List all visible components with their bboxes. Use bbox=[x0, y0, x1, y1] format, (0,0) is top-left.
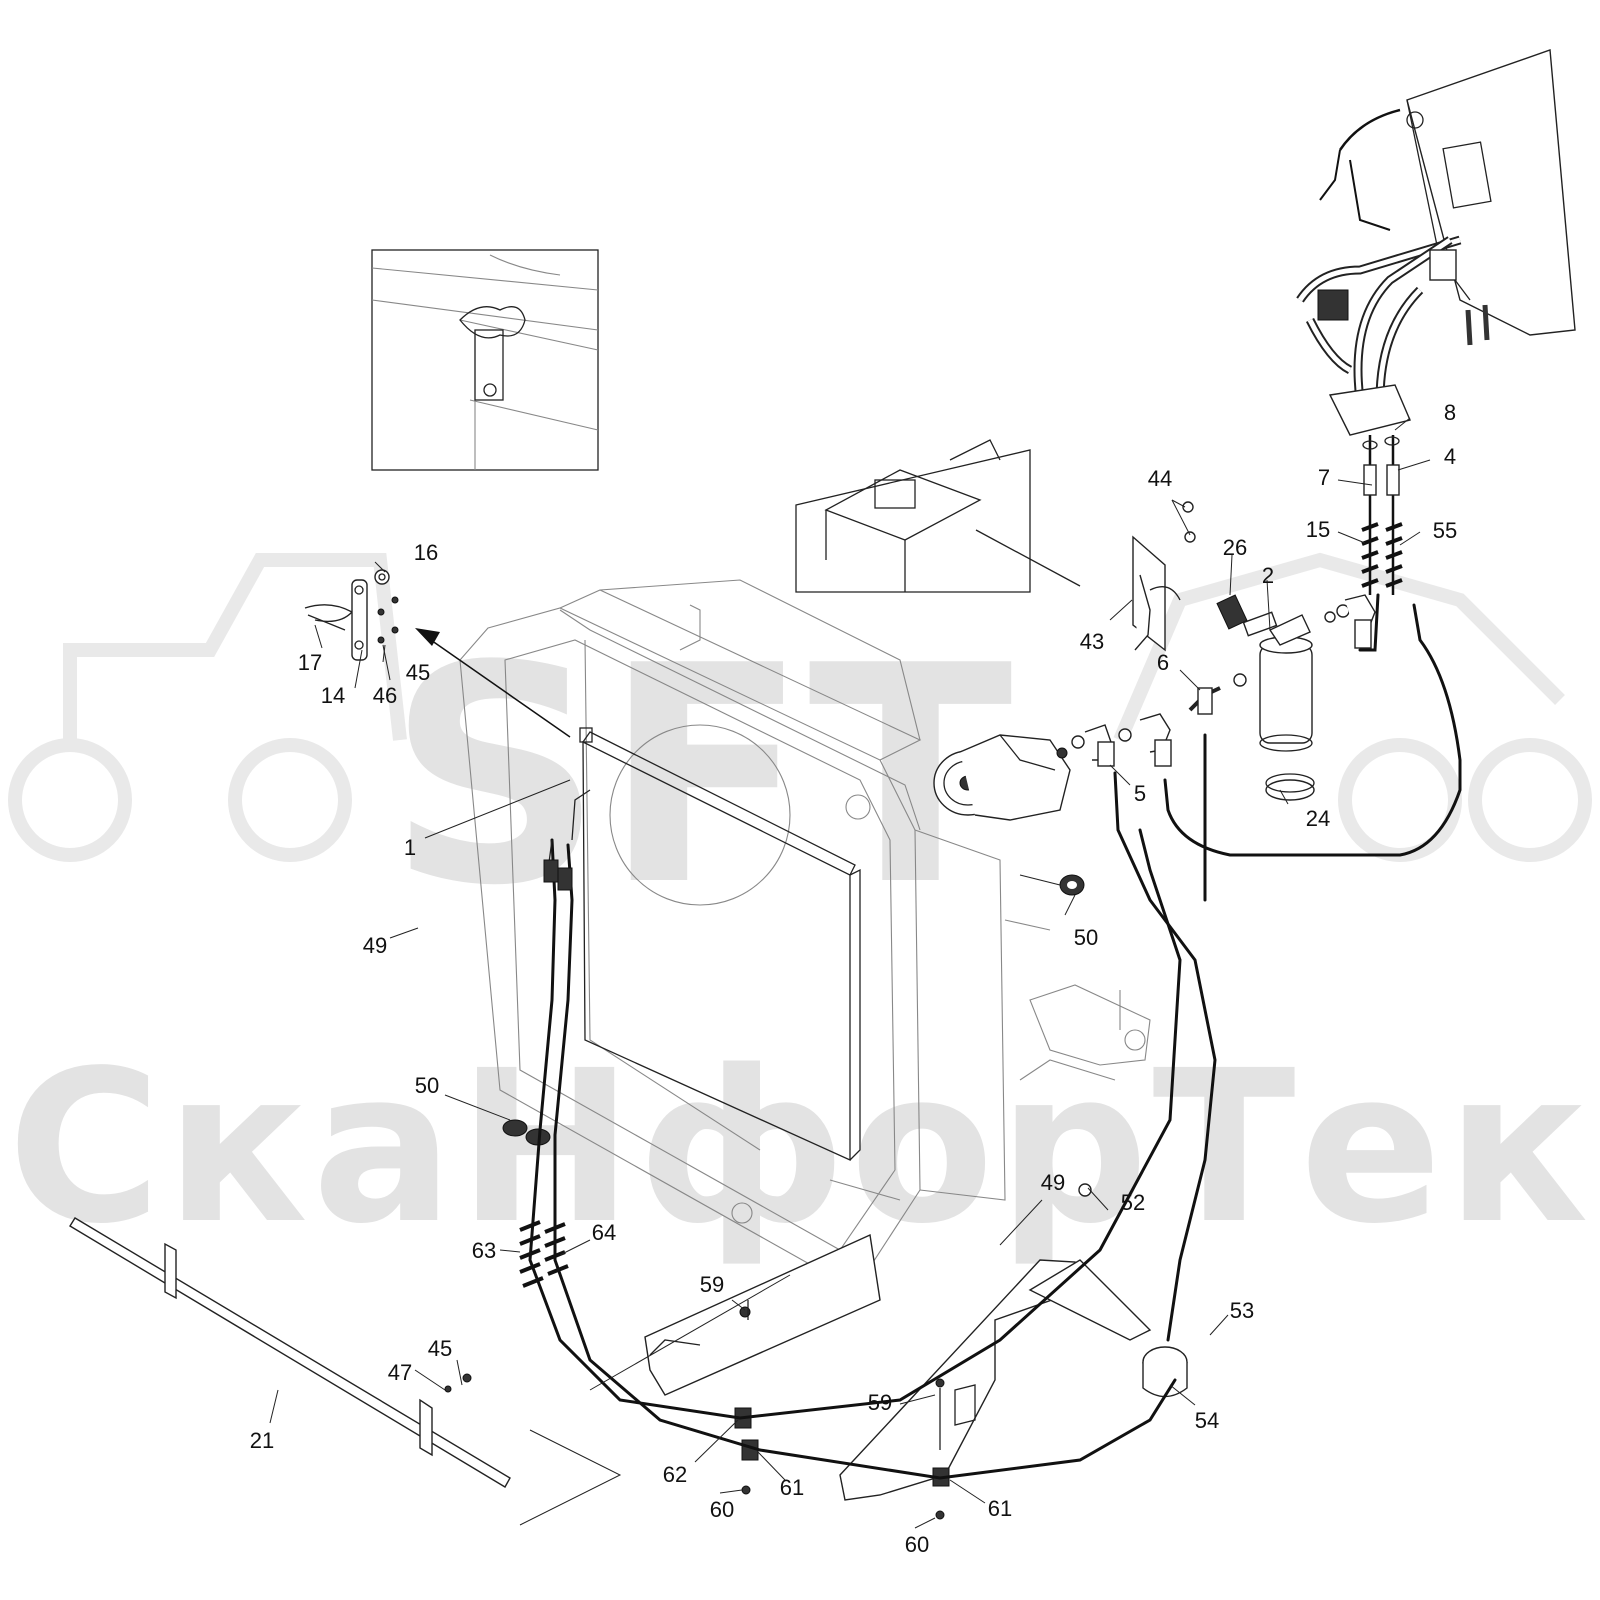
ac-hoses bbox=[528, 435, 1462, 1480]
detail-inset-mount bbox=[795, 439, 1081, 593]
support-rod bbox=[69, 1217, 511, 1488]
callout-14: 14 bbox=[321, 683, 345, 708]
watermark: SFT СкаНфорТек bbox=[7, 602, 1592, 1270]
callout-43: 43 bbox=[1080, 629, 1104, 654]
callout-54: 54 bbox=[1195, 1408, 1219, 1433]
callout-1: 1 bbox=[404, 835, 416, 860]
callout-6: 6 bbox=[1157, 650, 1169, 675]
callout-52: 52 bbox=[1121, 1190, 1145, 1215]
watermark-brand: SFT bbox=[387, 602, 1014, 951]
receiver-drier bbox=[1188, 594, 1376, 801]
callout-50-left: 50 bbox=[415, 1073, 439, 1098]
callout-60-right: 60 bbox=[905, 1532, 929, 1557]
callout-62: 62 bbox=[663, 1462, 687, 1487]
leader-lines bbox=[269, 417, 1431, 1529]
clip-parts-group bbox=[304, 569, 399, 661]
callout-59-center: 59 bbox=[700, 1272, 724, 1297]
lower-bracket-center bbox=[644, 1233, 881, 1396]
callout-63: 63 bbox=[472, 1238, 496, 1263]
callout-5: 5 bbox=[1134, 781, 1146, 806]
condenser-core bbox=[579, 727, 861, 1162]
callout-61-left: 61 bbox=[780, 1475, 804, 1500]
callout-8: 8 bbox=[1444, 400, 1456, 425]
callout-50-right: 50 bbox=[1074, 925, 1098, 950]
callout-21: 21 bbox=[250, 1428, 274, 1453]
callout-44: 44 bbox=[1148, 466, 1172, 491]
callout-49-right: 49 bbox=[1041, 1170, 1065, 1195]
callout-64: 64 bbox=[592, 1220, 616, 1245]
callout-16: 16 bbox=[414, 540, 438, 565]
cab-evaporator bbox=[1296, 49, 1576, 496]
callout-61-right: 61 bbox=[988, 1496, 1012, 1521]
callout-4: 4 bbox=[1444, 444, 1456, 469]
callout-2: 2 bbox=[1262, 563, 1274, 588]
callout-17: 17 bbox=[298, 650, 322, 675]
callout-47: 47 bbox=[388, 1360, 412, 1385]
callout-24: 24 bbox=[1306, 806, 1330, 831]
condenser-fittings bbox=[543, 789, 591, 891]
lower-bracket-right bbox=[839, 1183, 1152, 1501]
callout-55: 55 bbox=[1433, 518, 1457, 543]
watermark-tractor-left bbox=[8, 553, 407, 862]
callout-53: 53 bbox=[1230, 1298, 1254, 1323]
compressor-fittings bbox=[1084, 713, 1172, 767]
callout-26: 26 bbox=[1223, 535, 1247, 560]
callout-60-left: 60 bbox=[710, 1497, 734, 1522]
callout-15: 15 bbox=[1306, 517, 1330, 542]
callout-49-left: 49 bbox=[363, 933, 387, 958]
mount-bracket-43 bbox=[1132, 501, 1196, 652]
callout-46: 46 bbox=[373, 683, 397, 708]
watermark-company: СкаНфорТек bbox=[7, 1025, 1592, 1270]
callout-45-lower: 45 bbox=[428, 1336, 452, 1361]
support-bracket-right bbox=[1019, 984, 1151, 1081]
compressor bbox=[933, 729, 1101, 821]
radiator-frame bbox=[459, 579, 1051, 1291]
hose-protectors bbox=[519, 522, 1403, 1288]
callout-59-right: 59 bbox=[868, 1390, 892, 1415]
callout-7: 7 bbox=[1318, 465, 1330, 490]
detail-inset-clip bbox=[371, 249, 599, 471]
callout-labels: 1 2 4 5 6 7 8 14 15 16 17 21 24 26 43 44… bbox=[250, 400, 1457, 1557]
callout-45-upper: 45 bbox=[406, 660, 430, 685]
direction-arrow bbox=[415, 628, 571, 738]
